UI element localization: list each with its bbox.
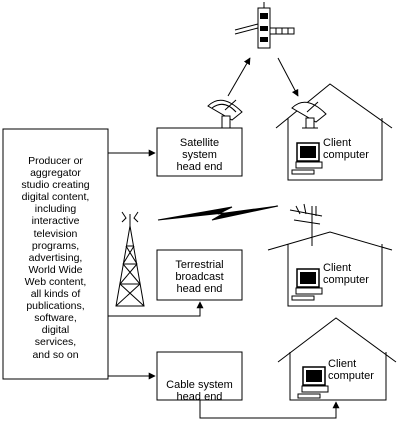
source-box: [2, 128, 109, 380]
house-icon: [277, 317, 397, 401]
broadcast-tower-icon: [115, 211, 145, 307]
satellite-dish-icon: [207, 99, 243, 129]
satellite-head-end-label: Satellite system head end: [176, 137, 223, 173]
satellite-icon: [234, 2, 295, 49]
satellite-head-end-box: [156, 127, 243, 177]
downlink-arrow: [277, 57, 299, 97]
computer-icon: [297, 366, 329, 399]
cable-client-label: Client computer: [328, 358, 374, 382]
cable-line: [199, 400, 340, 419]
computer-icon: [291, 268, 323, 301]
cable-head-end-label: Cable system head end: [166, 379, 233, 403]
cable-head-end-box: [156, 351, 243, 401]
terrestrial-head-end-box: [156, 249, 243, 301]
terrestrial-head-end-label: Terrestrial broadcast head end: [175, 259, 224, 295]
uplink-arrow: [227, 57, 251, 97]
source-label: Producer or aggregator studio creating d…: [21, 155, 90, 361]
terrestrial-client-label: Client computer: [323, 262, 369, 286]
house-icon: [267, 231, 393, 307]
house-icon: [275, 83, 393, 181]
arrow-source-to-terrestrial: [108, 301, 204, 317]
computer-icon: [291, 142, 323, 175]
satellite-client-label: Client computer: [323, 137, 369, 161]
lightning-bolt-icon: [157, 205, 279, 221]
tv-antenna-icon: [289, 203, 323, 246]
satellite-dish-icon: [291, 101, 327, 129]
